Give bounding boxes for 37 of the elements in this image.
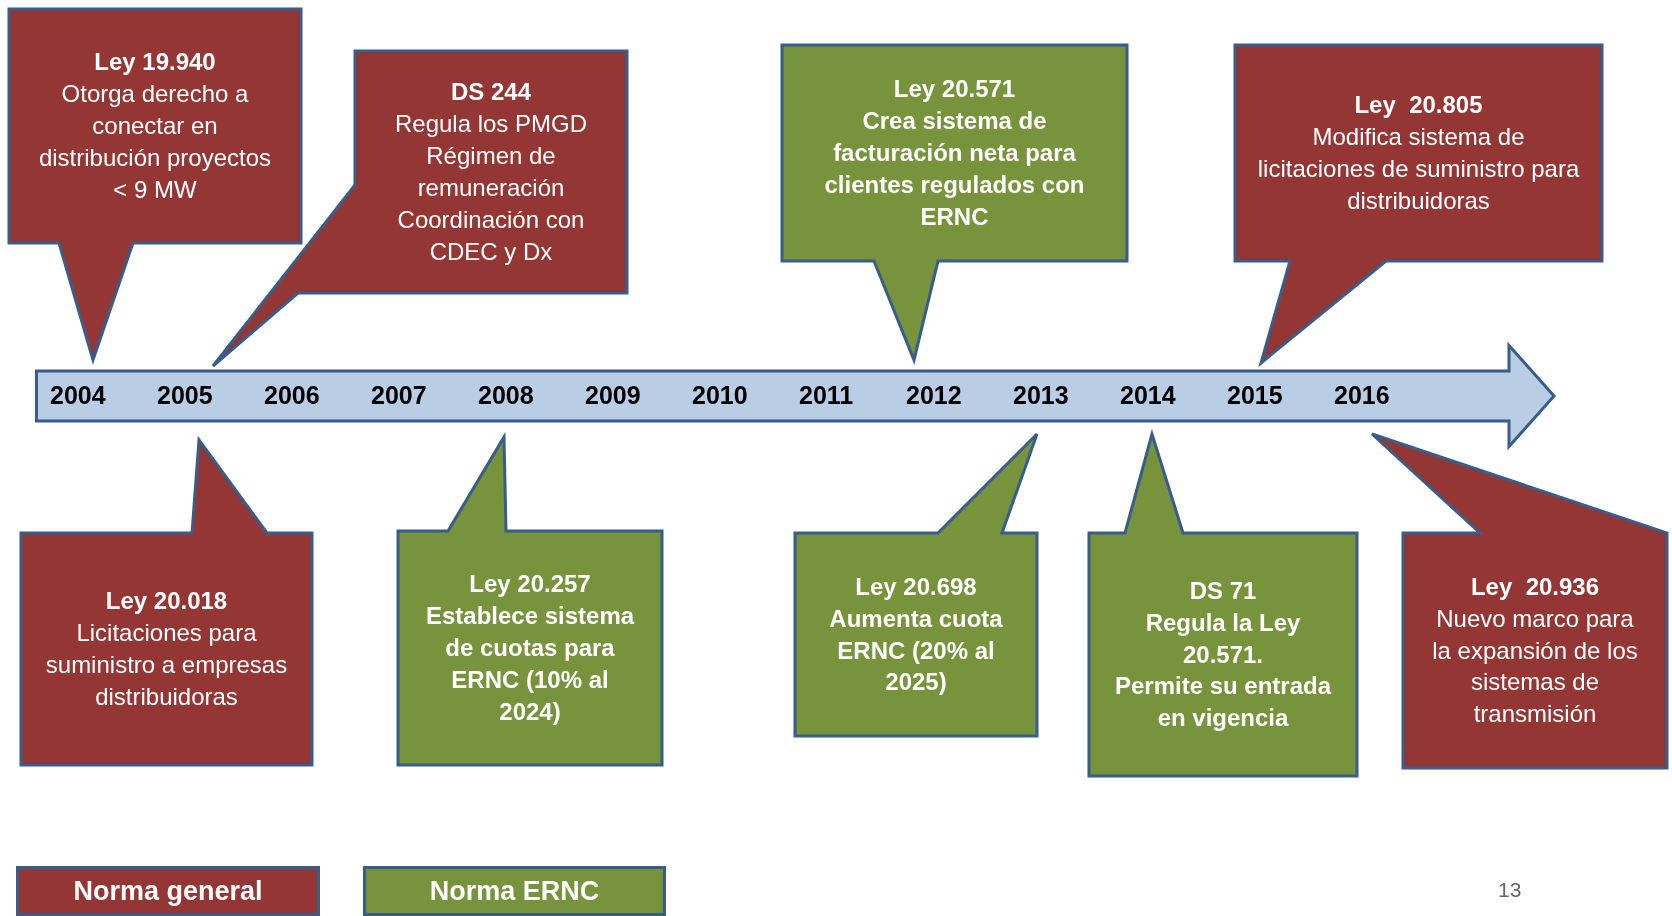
law-title: Ley 20.257 <box>469 569 591 600</box>
law-title: Ley 20.936 <box>1470 571 1600 602</box>
year-label: 2004 <box>50 381 106 410</box>
law-description: Regula los PMGD <box>394 109 588 140</box>
year-label: 2013 <box>1013 381 1069 410</box>
law-description: Modifica sistema de licitaciones de suministro para distribuidoras <box>1257 122 1580 216</box>
year-label: 2008 <box>478 381 534 410</box>
law-description: Permite su entrada en vigencia <box>1113 671 1333 734</box>
law-description: Licitaciones para suministro a empresas distribuidoras <box>44 618 289 712</box>
law-title: Ley 20.571 <box>893 74 1016 105</box>
year-label: 2012 <box>906 381 962 410</box>
law-description: Regula la Ley 20.571. <box>1144 607 1302 670</box>
legend-key: Norma ERNC <box>363 866 666 916</box>
law-description: Otorga derecho a conectar en distribución proyectos < 9 MW <box>37 79 273 205</box>
year-label: 2006 <box>264 381 320 410</box>
law-description: Régimen de remuneración <box>416 141 566 203</box>
year-label: 2014 <box>1120 381 1176 410</box>
law-description: Nuevo marco para la expansión de los sistemas de transmisión <box>1431 603 1639 730</box>
year-label: 2005 <box>157 381 213 410</box>
page-number: 13 <box>1498 878 1522 902</box>
law-description: Crea sistema de facturación neta para clientes regulados con ERNC <box>823 106 1086 232</box>
law-description: Aumenta cuota ERNC (20% al 2025) <box>828 603 1004 698</box>
law-title: Ley 20.698 <box>855 571 977 602</box>
law-description: Establece sistema de cuotas para ERNC (10% al 2024) <box>424 601 636 727</box>
year-label: 2016 <box>1334 381 1390 410</box>
legend-key: Norma general <box>16 866 320 916</box>
law-title: Ley 20.805 <box>1354 90 1483 121</box>
year-label: 2009 <box>585 381 641 410</box>
year-label: 2011 <box>799 381 854 410</box>
law-description: Coordinación con CDEC y Dx <box>396 204 586 267</box>
law-title: Ley 20.018 <box>105 586 228 617</box>
year-label: 2007 <box>371 381 427 410</box>
year-label: 2015 <box>1227 381 1283 410</box>
law-title: DS 71 <box>1189 575 1257 606</box>
law-title: DS 244 <box>450 77 532 108</box>
year-label: 2010 <box>692 381 748 410</box>
law-title: Ley 19.940 <box>94 47 216 78</box>
